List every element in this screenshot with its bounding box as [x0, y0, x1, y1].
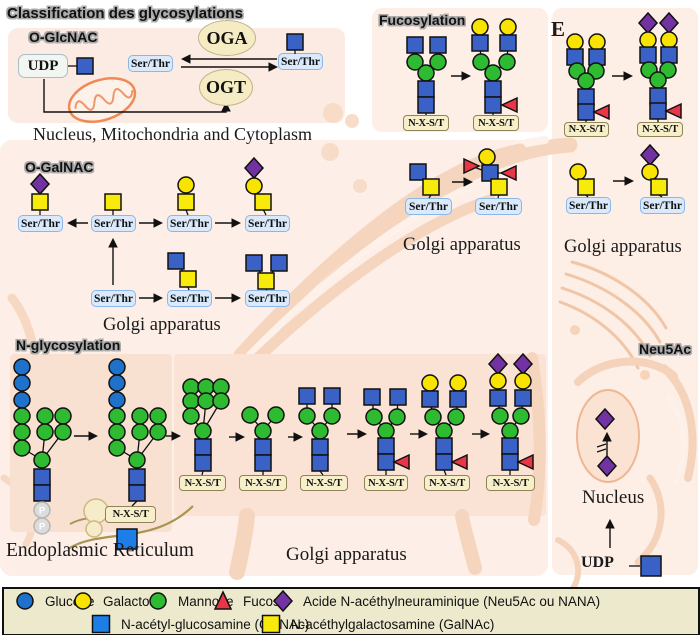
nxst-box: N-X-S/T [403, 115, 449, 131]
nxst-box: N-X-S/T [300, 475, 348, 491]
golgi-illustration-right [555, 260, 697, 593]
udp-box: UDP [18, 54, 68, 78]
serthr-box: Ser/Thr [475, 198, 522, 215]
e-marker-label: E [551, 17, 566, 41]
neu5ac-icon [272, 590, 294, 612]
fucose-icon [213, 590, 233, 610]
legend-label: Fucose [243, 593, 288, 609]
section-label-neu5ac: Neu5Ac [639, 341, 692, 357]
legend-label: Acide N-acéthylneuraminique (Neu5Ac ou N… [303, 593, 601, 609]
serthr-box: Ser/Thr [167, 290, 212, 307]
nxst-box: N-X-S/T [637, 122, 683, 137]
nucleus-label: Nucleus [582, 487, 645, 508]
nxst-box: N-X-S/T [424, 475, 470, 491]
galnac-icon [261, 614, 281, 634]
nucleus-mitochondria-cytoplasm-label: Nucleus, Mitochondria and Cytoplasm [33, 124, 312, 144]
glucose-icon [16, 592, 34, 610]
legend-item-galactose: Galactose [72, 591, 164, 611]
section-label-nglycosylation: N-glycosylation [16, 337, 121, 353]
legend-item-fucose: Fucose [212, 590, 288, 611]
serthr-box: Ser/Thr [245, 290, 290, 307]
galnac-icon [261, 614, 281, 634]
fucose-icon [213, 590, 233, 610]
glcnac-icon [91, 614, 111, 634]
vesicles-oglcnac [323, 103, 359, 128]
golgi-apparatus-label-nglyc: Golgi apparatus [286, 544, 407, 565]
nxst-box: N-X-S/T [105, 506, 156, 523]
serthr-box: Ser/Thr [245, 215, 290, 232]
golgi-apparatus-label-fucosylation: Golgi apparatus [403, 235, 521, 255]
udp-bottom-label: UDP [581, 554, 614, 571]
glcnac-icon [91, 614, 111, 634]
nxst-box: N-X-S/T [179, 475, 226, 491]
serthr-box: Ser/Thr [640, 197, 685, 214]
galactose-icon [74, 592, 92, 610]
serthr-box: Ser/Thr [91, 215, 136, 232]
serthr-box: Ser/Thr [91, 290, 136, 307]
nxst-box: N-X-S/T [239, 475, 287, 491]
mannose-icon [149, 592, 167, 610]
nxst-box: N-X-S/T [364, 475, 408, 491]
legend-item-galnac: N-acéthylgalactosamine (GalNAc) [260, 614, 494, 634]
galactose-icon [74, 592, 92, 610]
diagram-title: Classification des glycosylations [7, 5, 243, 22]
nxst-box: N-X-S/T [486, 475, 535, 491]
section-label-ogalnac: O-GalNAC [25, 159, 94, 175]
legend-label: N-acéthylgalactosamine (GalNAc) [291, 616, 495, 632]
serthr-box: Ser/Thr [566, 197, 611, 214]
serthr-box: Ser/Thr [128, 55, 173, 72]
oga-enzyme: OGA [198, 20, 256, 56]
serthr-box: Ser/Thr [167, 215, 212, 232]
endoplasmic-reticulum-label: Endoplasmic Reticulum [6, 540, 194, 561]
legend-item-neu5ac: Acide N-acéthylneuraminique (Neu5Ac ou N… [272, 590, 601, 612]
legend-label: Galactose [103, 593, 164, 609]
nxst-box: N-X-S/T [473, 115, 519, 131]
serthr-box: Ser/Thr [405, 198, 452, 215]
serthr-box: Ser/Thr [278, 53, 323, 70]
mannose-icon [149, 592, 167, 610]
golgi-fingers [229, 352, 546, 580]
section-label-oglcnac: O-GlcNAC [29, 29, 98, 45]
neu5ac-icon [272, 590, 294, 612]
golgi-apparatus-label-right: Golgi apparatus [564, 237, 682, 257]
glucose-icon [16, 592, 34, 610]
golgi-apparatus-label-ogalnac: Golgi apparatus [103, 315, 221, 335]
serthr-box: Ser/Thr [18, 215, 63, 232]
section-label-fucosylation: Fucosylation [379, 12, 466, 28]
nxst-box: N-X-S/T [564, 122, 609, 137]
